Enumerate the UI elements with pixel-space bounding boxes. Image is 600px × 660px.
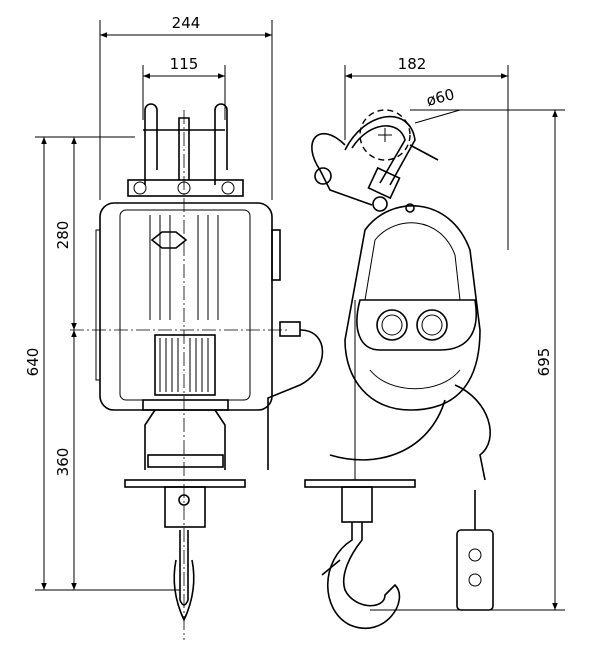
dimension-label: ø60 <box>424 85 456 110</box>
dimension-label: 244 <box>172 14 201 32</box>
side-view <box>304 109 494 630</box>
dimension-label: 360 <box>54 448 72 477</box>
dimension-label: 115 <box>170 55 199 73</box>
dimension-label: 640 <box>24 348 42 377</box>
dimension-695: 695 <box>370 109 565 611</box>
dimension-360: 360 <box>54 330 77 590</box>
dimension-182: 182 <box>344 55 509 250</box>
dimension-280: 280 <box>54 137 77 330</box>
front-view <box>70 103 324 640</box>
dimension-244: 244 <box>99 14 273 200</box>
dimension-640: 640 <box>24 136 180 591</box>
dimension-diameter-60: ø60 <box>414 85 461 124</box>
dimension-label: 182 <box>398 55 427 73</box>
dimension-115: 115 <box>142 55 226 120</box>
dimension-label: 695 <box>535 348 553 377</box>
dimension-label: 280 <box>54 221 72 250</box>
